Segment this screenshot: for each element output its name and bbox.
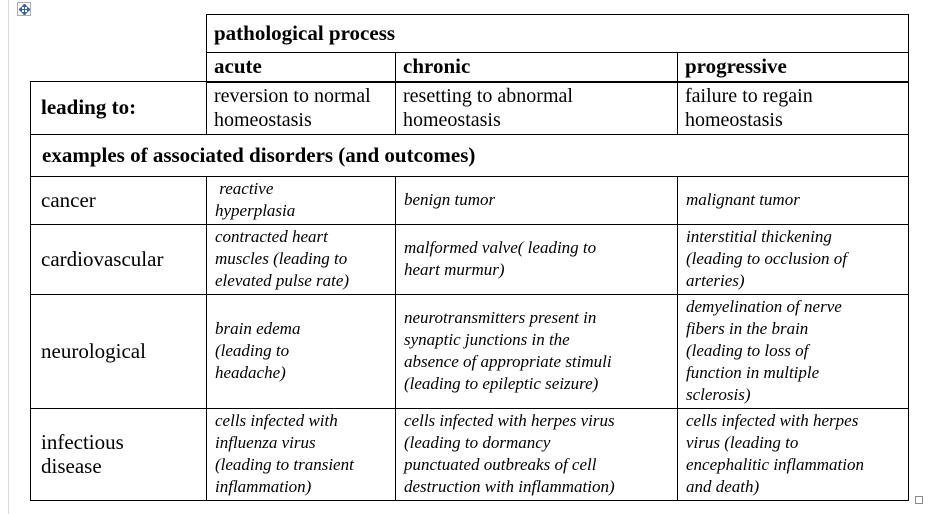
cell-infectious-chronic[interactable]: cells infected with herpes virus (leadin…	[395, 407, 678, 501]
cell-neurological-acute[interactable]: brain edema (leading to headache)	[206, 293, 396, 409]
pathology-table: pathological process acute chronic progr…	[30, 14, 909, 501]
table-row-header-title: pathological process	[31, 14, 909, 53]
table-row-neurological: neurological brain edema (leading to hea…	[30, 293, 909, 409]
cell-cardiovascular-acute[interactable]: contracted heart muscles (leading to ele…	[206, 223, 396, 295]
cell-cancer-label[interactable]: cancer	[30, 175, 207, 225]
cell-header-acute[interactable]: acute	[206, 52, 396, 83]
table-row-section-header: examples of associated disorders (and ou…	[30, 133, 909, 177]
cell-leading-progressive[interactable]: failure to regain homeostasis	[677, 81, 909, 135]
empty-corner-cell	[31, 15, 207, 53]
page-margin-line	[8, 0, 9, 514]
cell-neurological-chronic[interactable]: neurotransmitters present in synaptic ju…	[395, 293, 678, 409]
table-row-infectious-disease: infectious disease cells infected with i…	[30, 407, 909, 501]
move-cross-icon	[18, 3, 30, 15]
cell-cancer-chronic[interactable]: benign tumor	[395, 175, 678, 225]
cell-leading-chronic[interactable]: resetting to abnormal homeostasis	[395, 81, 678, 135]
cell-cardiovascular-progressive[interactable]: interstitial thickening (leading to occl…	[677, 223, 909, 295]
table-row-leading-to: leading to: reversion to normal homeosta…	[30, 81, 909, 135]
table-resize-handle[interactable]	[915, 496, 923, 504]
cell-cancer-progressive[interactable]: malignant tumor	[677, 175, 909, 225]
cell-header-title[interactable]: pathological process	[206, 14, 909, 53]
cell-cancer-acute[interactable]: reactive hyperplasia	[206, 175, 396, 225]
table-row-cardiovascular: cardiovascular contracted heart muscles …	[30, 223, 909, 295]
table-row-cancer: cancer reactive hyperplasia benign tumor…	[30, 175, 909, 225]
table-row-header-columns: acute chronic progressive	[31, 52, 909, 83]
cell-infectious-acute[interactable]: cells infected with influenza virus (lea…	[206, 407, 396, 501]
empty-corner-cell	[31, 53, 207, 82]
cell-header-chronic[interactable]: chronic	[395, 52, 678, 83]
cell-leading-acute[interactable]: reversion to normal homeostasis	[206, 81, 396, 135]
cell-neurological-label[interactable]: neurological	[30, 293, 207, 409]
cell-header-progressive[interactable]: progressive	[677, 52, 909, 83]
cell-cardiovascular-label[interactable]: cardiovascular	[30, 223, 207, 295]
cell-infectious-label[interactable]: infectious disease	[30, 407, 207, 501]
cell-infectious-progressive[interactable]: cells infected with herpes virus (leadin…	[677, 407, 909, 501]
table-move-handle[interactable]	[17, 2, 31, 16]
cell-section-header[interactable]: examples of associated disorders (and ou…	[30, 133, 909, 177]
cell-neurological-progressive[interactable]: demyelination of nerve fibers in the bra…	[677, 293, 909, 409]
cell-cardiovascular-chronic[interactable]: malformed valve( leading to heart murmur…	[395, 223, 678, 295]
cell-leading-to-label[interactable]: leading to:	[30, 81, 207, 135]
